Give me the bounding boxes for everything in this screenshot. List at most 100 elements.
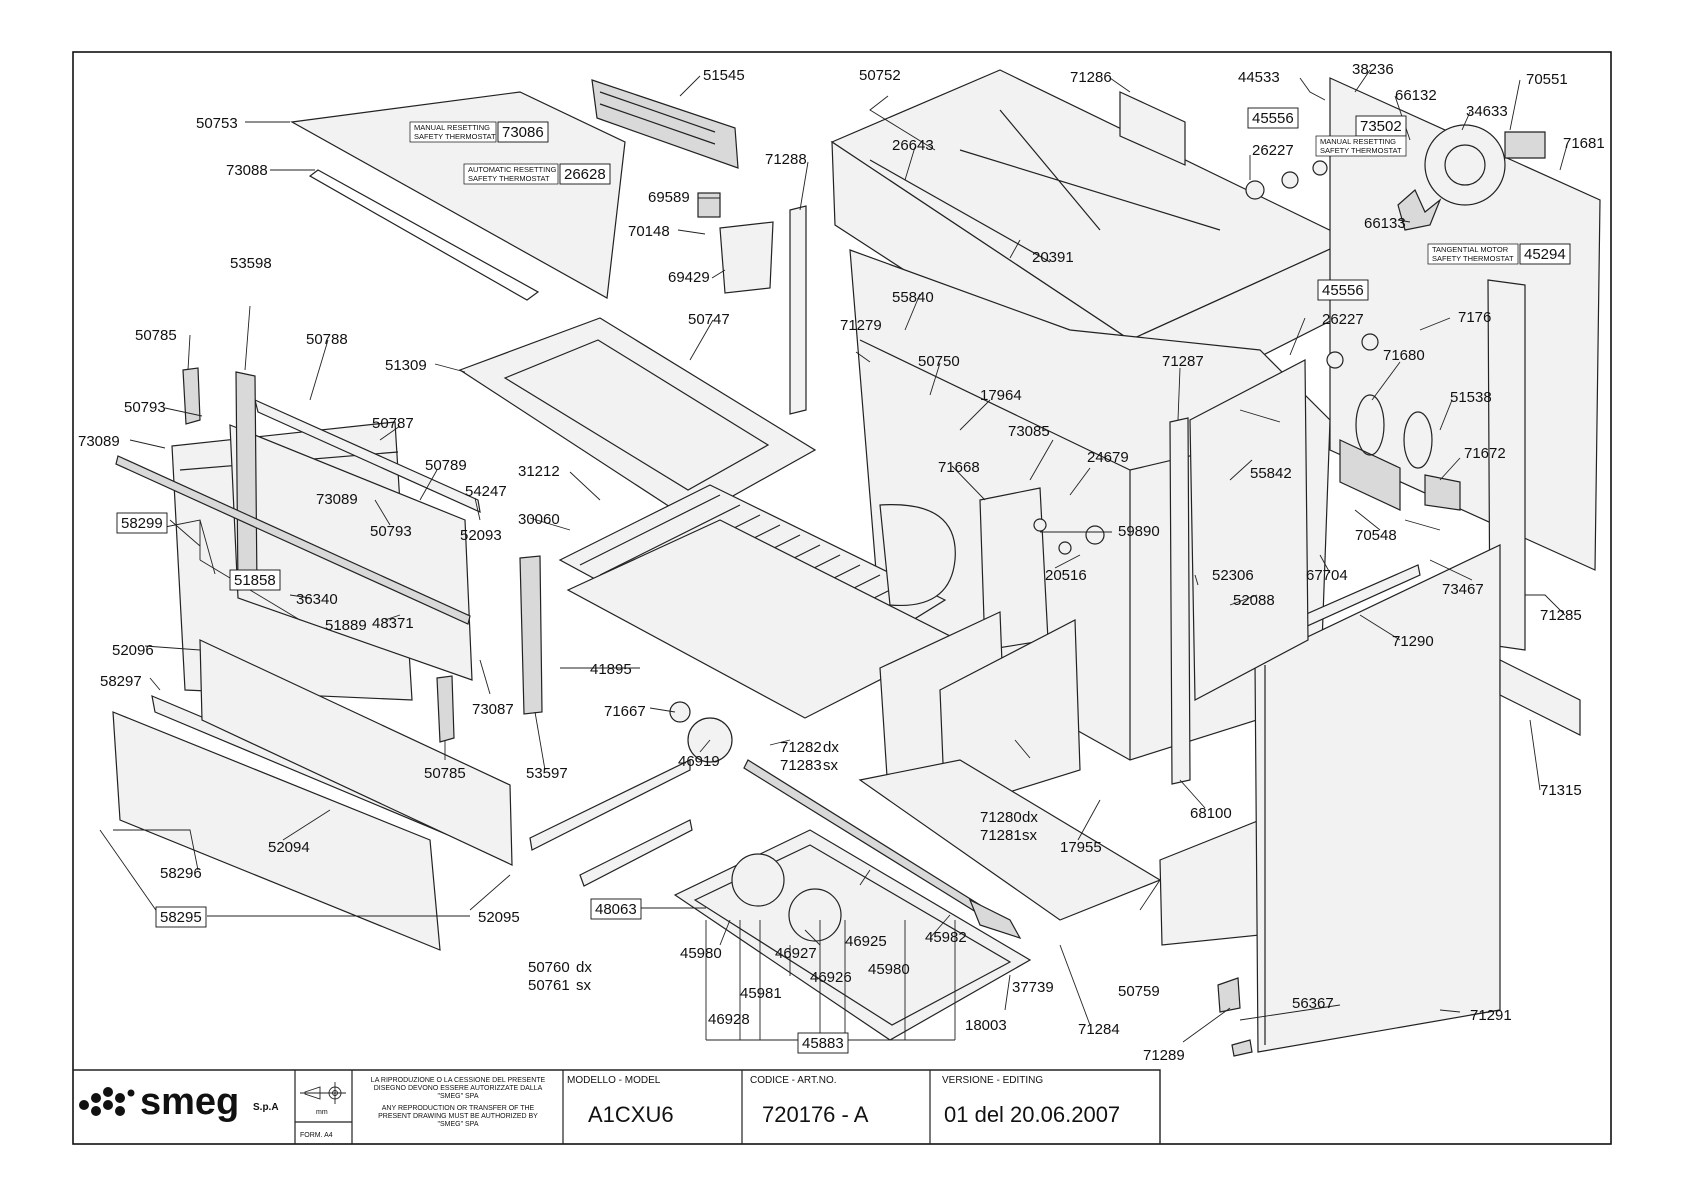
callout-45980b: 45980	[868, 961, 910, 978]
callout-59890: 59890	[1118, 523, 1160, 540]
callout-73087: 73087	[472, 701, 514, 718]
callout-sx1: sx	[823, 757, 839, 774]
callout-24679: 24679	[1087, 449, 1129, 466]
callout-52093: 52093	[460, 527, 502, 544]
callout-71284: 71284	[1078, 1021, 1120, 1038]
callout-50787: 50787	[372, 415, 414, 432]
callout-7176: 7176	[1458, 309, 1491, 326]
callout-68100: 68100	[1190, 805, 1232, 822]
callout-17955: 17955	[1060, 839, 1102, 856]
callout-45981: 45981	[740, 985, 782, 1002]
callout-48371: 48371	[372, 615, 414, 632]
legal-it-2: DISEGNO DEVONO ESSERE AUTORIZZATE DALLA	[374, 1085, 543, 1092]
callout-50750: 50750	[918, 353, 960, 370]
callout-46919: 46919	[678, 753, 720, 770]
callout-50760: 50760	[528, 959, 570, 976]
callout-17964: 17964	[980, 387, 1022, 404]
brand-name: smeg	[140, 1081, 239, 1123]
callout-71681: 71681	[1563, 135, 1605, 152]
callout-18003: 18003	[965, 1017, 1007, 1034]
callout-51545: 51545	[703, 67, 745, 84]
callout-70548: 70548	[1355, 527, 1397, 544]
callout-73089a: 73089	[78, 433, 120, 450]
leader-lines	[99, 69, 1568, 1043]
callout-71291: 71291	[1470, 1007, 1512, 1024]
callout-20516: 20516	[1045, 567, 1087, 584]
callout-71285: 71285	[1540, 607, 1582, 624]
callout-52094: 52094	[268, 839, 310, 856]
callout-58296: 58296	[160, 865, 202, 882]
callout-labels: 51545 50752 71286 44533 38236 70551 5075…	[78, 61, 1605, 1064]
callout-50759: 50759	[1118, 983, 1160, 1000]
note-auto-reset-2: SAFETY THERMOSTAT	[468, 174, 550, 183]
legal-en-2: PRESENT DRAWING MUST BE AUTHORIZED BY	[378, 1113, 538, 1120]
unit-label: mm	[316, 1109, 328, 1116]
callout-50789: 50789	[425, 457, 467, 474]
callout-50785a: 50785	[135, 327, 177, 344]
callout-71672: 71672	[1464, 445, 1506, 462]
callout-58297: 58297	[100, 673, 142, 690]
callout-71287: 71287	[1162, 353, 1204, 370]
callout-71290: 71290	[1392, 633, 1434, 650]
callout-46926: 46926	[810, 969, 852, 986]
boxed-73502: 73502	[1360, 118, 1402, 135]
callout-51538: 51538	[1450, 389, 1492, 406]
boxed-45556a: 45556	[1252, 110, 1294, 127]
callout-69429: 69429	[668, 269, 710, 286]
callout-52088: 52088	[1233, 592, 1275, 609]
brand-suffix: S.p.A	[253, 1102, 279, 1113]
callout-53597: 53597	[526, 765, 568, 782]
callout-71288: 71288	[765, 151, 807, 168]
callout-46927: 46927	[775, 945, 817, 962]
callout-71289: 71289	[1143, 1047, 1185, 1064]
callout-71279: 71279	[840, 317, 882, 334]
callout-71286: 71286	[1070, 69, 1112, 86]
callout-36340: 36340	[296, 591, 338, 608]
callout-46925: 46925	[845, 933, 887, 950]
note-manual-reset-2: SAFETY THERMOSTAT	[414, 132, 496, 141]
callout-45980a: 45980	[680, 945, 722, 962]
callout-51889: 51889	[325, 617, 367, 634]
callout-52306: 52306	[1212, 567, 1254, 584]
boxed-48063: 48063	[595, 901, 637, 918]
boxed-callouts: 73086 26628 45556 73502 45294 45556 5829…	[116, 107, 1571, 1054]
callout-71680: 71680	[1383, 347, 1425, 364]
callout-70148: 70148	[628, 223, 670, 240]
callout-26227a: 26227	[1252, 142, 1294, 159]
callout-71281: 71281	[980, 827, 1022, 844]
callout-73088: 73088	[226, 162, 268, 179]
code-label: CODICE - ART.NO.	[750, 1075, 837, 1086]
version-label: VERSIONE - EDITING	[942, 1075, 1043, 1086]
callout-53598: 53598	[230, 255, 272, 272]
callout-71668: 71668	[938, 459, 980, 476]
callout-30060: 30060	[518, 511, 560, 528]
legal-en-3: "SMEG" SPA	[437, 1121, 478, 1128]
boxed-51858: 51858	[234, 572, 276, 589]
callout-46928: 46928	[708, 1011, 750, 1028]
callout-sx2: sx	[1022, 827, 1038, 844]
boxed-45883: 45883	[802, 1035, 844, 1052]
note-manual-reset-right-1: MANUAL RESETTING	[1320, 137, 1396, 146]
callout-51309: 51309	[385, 357, 427, 374]
callout-52096: 52096	[112, 642, 154, 659]
callout-26643: 26643	[892, 137, 934, 154]
callout-71315: 71315	[1540, 782, 1582, 799]
callout-50788: 50788	[306, 331, 348, 348]
code-value: 720176 - A	[762, 1102, 869, 1127]
callout-37739: 37739	[1012, 979, 1054, 996]
projection-symbol-icon	[300, 1082, 346, 1104]
callout-dx1: dx	[823, 739, 839, 756]
boxed-73086: 73086	[502, 124, 544, 141]
callout-54247: 54247	[465, 483, 507, 500]
callout-50793b: 50793	[370, 523, 412, 540]
model-label: MODELLO - MODEL	[567, 1075, 661, 1086]
callout-73089b: 73089	[316, 491, 358, 508]
callout-38236: 38236	[1352, 61, 1394, 78]
callout-71280: 71280	[980, 809, 1022, 826]
title-block: smeg S.p.A mm FORM. A4 LA RIPRODUZIONE O…	[73, 1069, 1161, 1144]
model-value: A1CXU6	[588, 1102, 674, 1127]
callout-50752: 50752	[859, 67, 901, 84]
boxed-45294: 45294	[1524, 246, 1566, 263]
legal-en-1: ANY REPRODUCTION OR TRANSFER OF THE	[382, 1105, 535, 1112]
